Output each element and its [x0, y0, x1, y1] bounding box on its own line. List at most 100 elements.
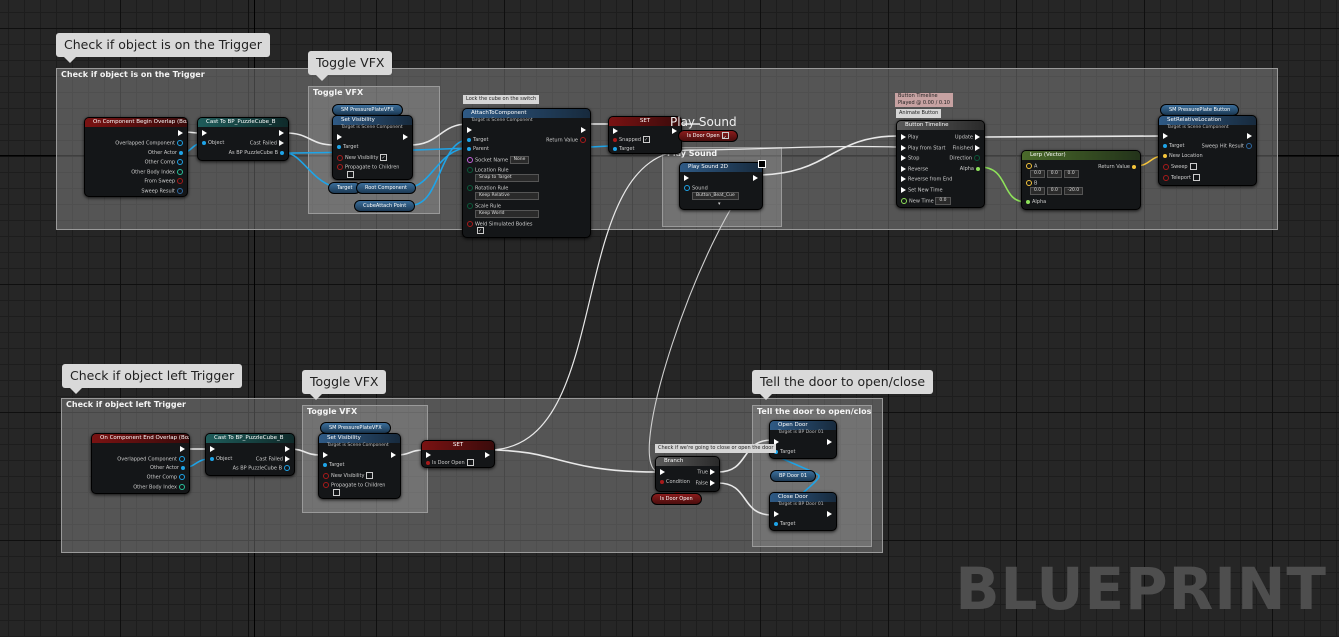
pin-exec-out[interactable]	[277, 130, 286, 137]
pin-propagate[interactable]: Propagate to Children	[321, 482, 385, 489]
pin-rotation-rule[interactable]: Rotation Rule	[465, 185, 508, 192]
pin-exec-out[interactable]	[579, 127, 588, 134]
checkbox-new-visibility[interactable]: ✓	[380, 154, 388, 161]
pin-sweep[interactable]: Sweep	[1161, 163, 1197, 170]
node-set-is-door-open[interactable]: SET Is Door Open	[421, 440, 495, 468]
pin-target[interactable]: Target	[465, 137, 488, 143]
var-bp-door[interactable]: BP Door 01	[770, 470, 817, 482]
pin-location-rule[interactable]: Location Rule	[465, 167, 509, 174]
pin-exec-in[interactable]	[335, 134, 344, 141]
note-check-door[interactable]: Check if we're going to close or open th…	[655, 444, 777, 453]
pin-return-value[interactable]: Return Value	[546, 137, 588, 144]
node-begin-overlap[interactable]: On Component Begin Overlap (Box) Overlap…	[84, 117, 188, 197]
var-root-component[interactable]: Root Component	[356, 182, 416, 194]
pin-new-location[interactable]: New Location	[1161, 153, 1203, 159]
input-b-vector[interactable]: 0.0 0.0 -20.0	[1030, 187, 1084, 195]
dropdown-location-rule[interactable]: Snap to Target	[475, 174, 539, 182]
pin-exec-out[interactable]	[178, 446, 187, 453]
pin-true[interactable]: True	[697, 469, 717, 476]
pin-exec-in[interactable]	[1161, 133, 1170, 140]
pin-exec-out[interactable]	[389, 452, 398, 459]
node-cast-top[interactable]: Cast To BP_PuzzleCube_B Object Cast Fail…	[197, 117, 289, 161]
pin-set-new-time[interactable]: Set New Time	[899, 187, 943, 194]
pin-exec-out[interactable]	[1245, 133, 1254, 140]
pin-object[interactable]: Object	[208, 456, 232, 462]
pin-sweep-result[interactable]: Sweep Result	[141, 188, 185, 195]
pin-target[interactable]: Target	[611, 146, 634, 152]
pin-target[interactable]: Target	[335, 144, 358, 150]
node-cast-bottom[interactable]: Cast To BP_PuzzleCube_B Object Cast Fail…	[205, 433, 295, 476]
dropdown-rotation-rule[interactable]: Keep Relative	[475, 192, 539, 200]
var-is-door-open-branch[interactable]: Is Door Open	[651, 493, 702, 505]
pin-new-visibility[interactable]: New Visibility	[321, 472, 374, 479]
checkbox-new-visibility[interactable]	[366, 472, 374, 479]
comment-bubble-check-on-trigger[interactable]: Check if object is on the Trigger	[56, 33, 270, 63]
node-close-door[interactable]: Close Door Target is BP Door 01 Target	[769, 492, 837, 531]
pin-other-comp[interactable]: Other Comp	[145, 159, 185, 166]
pin-exec-out[interactable]	[283, 446, 292, 453]
pin-play[interactable]: Play	[899, 134, 918, 141]
node-button-timeline[interactable]: Button Timeline Play Play from Start Sto…	[896, 120, 985, 208]
pin-scale-rule[interactable]: Scale Rule	[465, 203, 501, 210]
pin-exec-out[interactable]	[401, 134, 410, 141]
comment-bubble-check-left-trigger[interactable]: Check if object left Trigger	[62, 364, 243, 394]
checkbox-propagate[interactable]	[331, 489, 340, 496]
node-set-relative-location[interactable]: SetRelativeLocation Target is Scene Comp…	[1158, 115, 1257, 186]
pin-direction[interactable]: Direction	[949, 155, 982, 162]
pin-exec-in[interactable]	[682, 175, 691, 182]
pin-socket-name[interactable]: Socket Name None	[465, 156, 530, 164]
pin-exec-out[interactable]	[825, 511, 834, 518]
pin-sound[interactable]: Sound	[682, 185, 708, 192]
node-lerp-vector[interactable]: Lerp (Vector) A 0.0 0.0 0.0 B 0.0 0.0 -2…	[1021, 150, 1141, 210]
pin-false[interactable]: False	[695, 480, 717, 487]
node-attach-to-component[interactable]: AttachToComponent Target is Scene Compon…	[462, 108, 591, 238]
pin-other-body-index[interactable]: Other Body Index	[133, 484, 187, 491]
node-play-sound-2d[interactable]: Play Sound 2D Sound Button_Beat_Cue ▾	[679, 162, 763, 210]
pin-exec-out[interactable]	[483, 452, 492, 459]
pin-snapped[interactable]: Snapped✓	[611, 136, 651, 143]
var-is-door-open-top[interactable]: Is Door Open✓	[678, 130, 738, 142]
checkbox-propagate[interactable]	[345, 171, 354, 178]
pin-teleport[interactable]: Teleport	[1161, 174, 1200, 181]
pin-play-from-start[interactable]: Play from Start	[899, 145, 945, 152]
pin-other-actor[interactable]: Other Actor	[150, 465, 187, 471]
node-set-visibility-top[interactable]: Set Visibility Target is Scene Component…	[332, 115, 413, 180]
pin-other-actor[interactable]: Other Actor	[148, 150, 185, 156]
pin-overlapped-component[interactable]: Overlapped Component	[117, 456, 187, 463]
dropdown-scale-rule[interactable]: Keep World	[475, 210, 539, 218]
pin-parent[interactable]: Parent	[465, 146, 489, 152]
pin-cast-failed[interactable]: Cast Failed	[250, 140, 286, 147]
pin-from-sweep[interactable]: From Sweep	[144, 178, 185, 185]
pin-propagate[interactable]: Propagate to Children	[335, 164, 399, 171]
checkbox-weld[interactable]: ✓	[477, 227, 484, 234]
pin-reverse[interactable]: Reverse	[899, 166, 928, 173]
pin-other-body-index[interactable]: Other Body Index	[131, 169, 185, 176]
node-set-visibility-bottom[interactable]: Set Visibility Target is Scene Component…	[318, 433, 401, 499]
pin-new-visibility[interactable]: New Visibility✓	[335, 154, 388, 161]
pin-exec-out[interactable]	[176, 130, 185, 137]
pin-condition[interactable]: Condition	[658, 479, 690, 485]
pin-is-door-open[interactable]: Is Door Open	[424, 459, 474, 466]
pin-exec-out[interactable]	[670, 128, 679, 135]
pin-target[interactable]: Target	[321, 462, 344, 468]
pin-reverse-from-end[interactable]: Reverse from End	[899, 176, 952, 183]
pin-exec-in[interactable]	[424, 452, 433, 459]
input-a-vector[interactable]: 0.0 0.0 0.0	[1030, 170, 1079, 178]
pin-a[interactable]: A	[1024, 163, 1037, 170]
var-cube-attach-point[interactable]: CubeAttach Point	[354, 200, 416, 212]
pin-exec-in[interactable]	[658, 469, 667, 476]
comment-bubble-toggle-vfx-bottom[interactable]: Toggle VFX	[302, 370, 387, 400]
pin-object[interactable]: Object	[200, 140, 224, 146]
pin-as-cube[interactable]: As BP PuzzleCube B	[233, 465, 292, 472]
pin-exec-in[interactable]	[208, 446, 217, 453]
pin-new-time[interactable]: New Time 0.0	[899, 197, 951, 205]
node-expand-chevron[interactable]: ▾	[718, 201, 721, 207]
pin-sweep-hit-result[interactable]: Sweep Hit Result	[1202, 143, 1254, 150]
pin-target[interactable]: Target	[1161, 143, 1184, 149]
pin-b[interactable]: B	[1024, 180, 1037, 187]
note-lock-cube[interactable]: Lock the cube on the switch	[463, 95, 540, 104]
pin-exec-in[interactable]	[200, 130, 209, 137]
node-end-overlap[interactable]: On Component End Overlap (Box) Overlappe…	[91, 433, 190, 494]
pin-exec-in[interactable]	[772, 511, 781, 518]
